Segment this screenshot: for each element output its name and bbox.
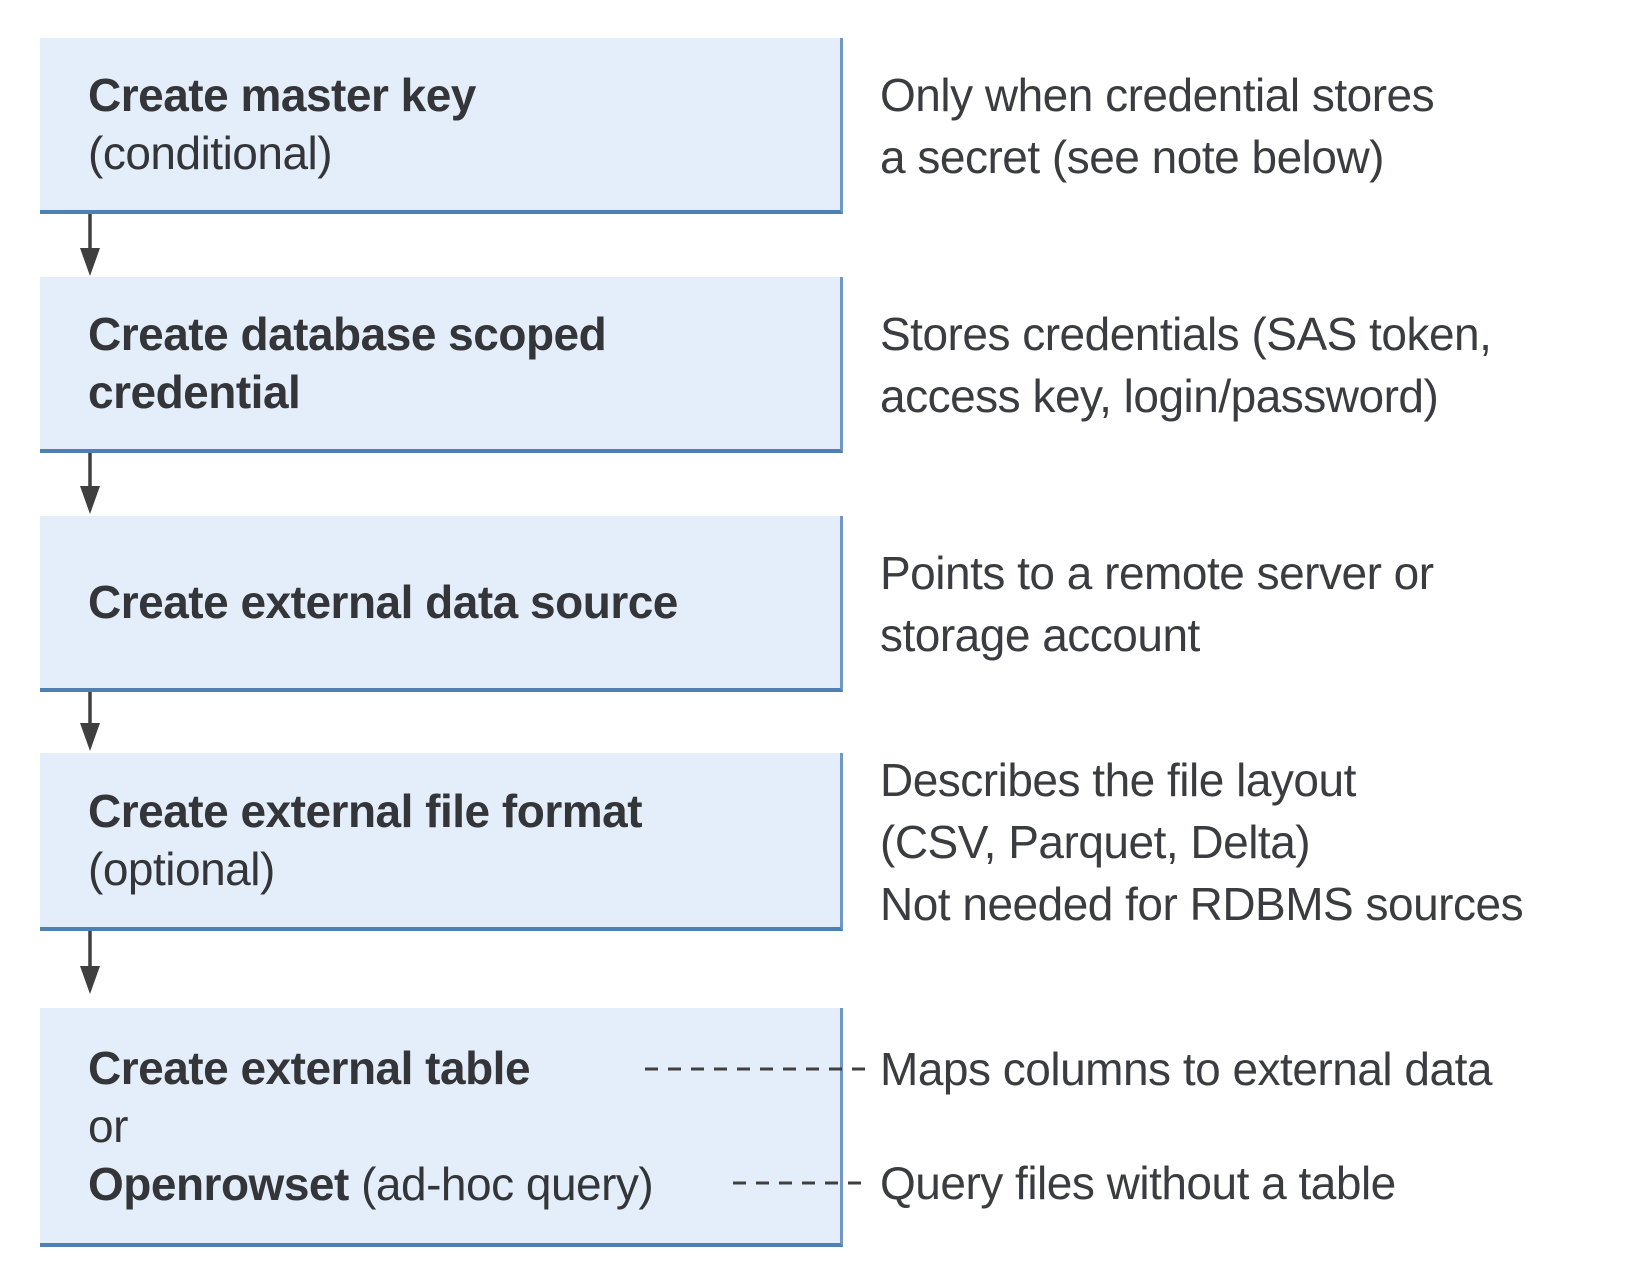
dashed-connector-icon	[733, 1180, 865, 1186]
step-box-create-external-table-or-openrowset: Create external table or Openrowset (ad-…	[40, 1008, 843, 1247]
annotation-master-key: Only when credential stores a secret (se…	[880, 64, 1435, 188]
step-openrowset-line: Openrowset (ad-hoc query)	[88, 1155, 840, 1213]
annotation-line: Points to a remote server or	[880, 547, 1434, 599]
step-box-create-external-data-source: Create external data source	[40, 516, 843, 692]
step-title: Create master key	[88, 69, 476, 121]
flow-arrow-down-icon	[76, 214, 104, 277]
step-or-label: or	[88, 1099, 128, 1152]
step-title-line2: credential	[88, 366, 301, 418]
annotation-line: access key, login/password)	[880, 370, 1439, 422]
step-qualifier: (optional)	[88, 843, 275, 895]
flow-arrow-down-icon	[76, 692, 104, 752]
annotation-external-table: Maps columns to external data	[880, 1038, 1492, 1100]
step-title: Create database scoped	[88, 308, 607, 360]
step-openrowset-keyword: Openrowset	[88, 1157, 349, 1210]
step-box-create-database-scoped-credential: Create database scoped credential	[40, 277, 843, 453]
step-box-create-master-key: Create master key (conditional)	[40, 38, 843, 214]
annotation-line: Only when credential stores	[880, 69, 1435, 121]
annotation-line: a secret (see note below)	[880, 131, 1385, 183]
step-qualifier: (conditional)	[88, 127, 333, 179]
annotation-line: Query files without a table	[880, 1157, 1396, 1209]
annotation-openrowset: Query files without a table	[880, 1152, 1396, 1214]
step-title: Create external file format	[88, 785, 643, 837]
dashed-connector-icon	[645, 1066, 865, 1072]
step-title: Create external data source	[88, 576, 678, 628]
step-box-create-external-file-format: Create external file format (optional)	[40, 753, 843, 931]
annotation-line: Stores credentials (SAS token,	[880, 308, 1492, 360]
annotation-data-source: Points to a remote server or storage acc…	[880, 542, 1434, 666]
annotation-line: Maps columns to external data	[880, 1043, 1492, 1095]
flow-arrow-down-icon	[76, 453, 104, 515]
flow-arrow-down-icon	[76, 931, 104, 995]
annotation-line: (CSV, Parquet, Delta)	[880, 816, 1311, 868]
annotation-line: Describes the file layout	[880, 754, 1356, 806]
annotation-scoped-credential: Stores credentials (SAS token, access ke…	[880, 303, 1492, 427]
annotation-file-format: Describes the file layout (CSV, Parquet,…	[880, 749, 1524, 935]
annotation-line: storage account	[880, 609, 1200, 661]
step-title: Create external table	[88, 1041, 531, 1094]
step-openrowset-qualifier: (ad-hoc query)	[348, 1157, 654, 1210]
annotation-line: Not needed for RDBMS sources	[880, 878, 1524, 930]
